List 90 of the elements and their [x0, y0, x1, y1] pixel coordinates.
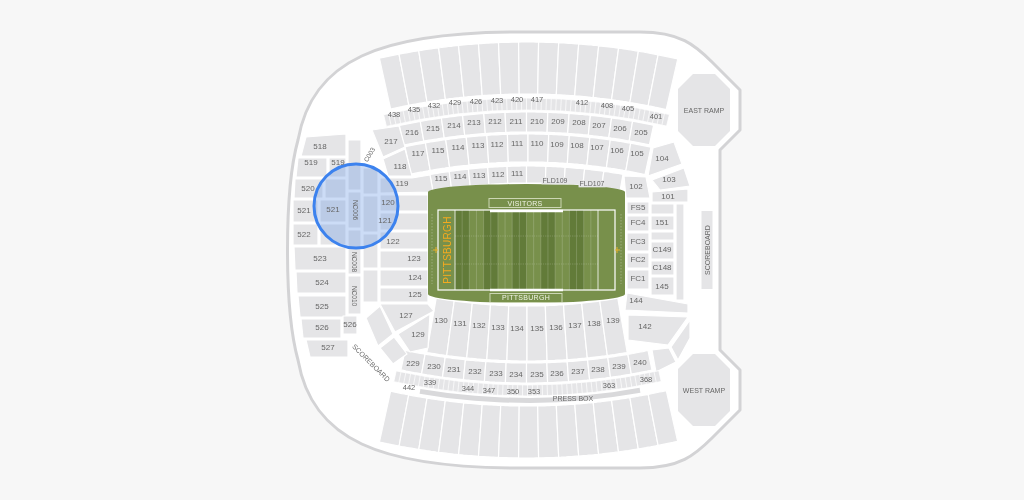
section-number: 213 — [467, 118, 481, 128]
section-number: 130 — [434, 316, 448, 326]
section-number: 206 — [613, 124, 627, 134]
section-number: 521 — [326, 205, 340, 215]
section-number: 129 — [411, 330, 425, 340]
section-number: 209 — [551, 117, 565, 127]
section-number: FC4 — [630, 218, 646, 228]
section-number: 519 — [304, 158, 318, 168]
section-number: 230 — [427, 362, 441, 372]
section-number: 208 — [572, 118, 586, 128]
section-number: 137 — [568, 321, 582, 331]
section-number: 210 — [530, 117, 544, 127]
section-number: 109 — [550, 140, 564, 150]
section-number: 518 — [313, 142, 327, 152]
section-number: 523 — [313, 254, 327, 264]
section-number: 240 — [633, 358, 647, 368]
section-number: 236 — [550, 369, 564, 379]
section-number: 112 — [490, 140, 504, 150]
section-number: 124 — [408, 273, 422, 283]
section-number: 113 — [472, 171, 486, 181]
section-number: 102 — [629, 182, 643, 192]
section-number: FC1 — [630, 274, 646, 284]
section-number: 108 — [570, 141, 584, 151]
section-number: 207 — [592, 121, 606, 131]
section-number: 107 — [590, 143, 604, 153]
section-number: 237 — [571, 367, 585, 377]
section-number: 112 — [491, 170, 505, 180]
section-number: 119 — [395, 179, 409, 189]
section-number: 527 — [321, 343, 335, 353]
section-number: 111 — [510, 139, 524, 149]
section-number: 520 — [301, 184, 315, 194]
section-number: 205 — [634, 128, 648, 138]
section-number: 214 — [447, 121, 461, 131]
section-number: FC3 — [630, 237, 646, 247]
section-number: 101 — [661, 192, 675, 202]
section-number: 231 — [447, 365, 461, 375]
section-number: 111 — [510, 169, 524, 179]
section-number: 104 — [655, 154, 669, 164]
section-number: 131 — [453, 319, 467, 329]
section-number: 121 — [378, 216, 392, 226]
section-number: 123 — [407, 254, 421, 264]
section-number: 217 — [384, 137, 398, 147]
section-number: 144 — [629, 296, 643, 306]
section-number: 127 — [399, 311, 413, 321]
section-number: 211 — [509, 117, 523, 127]
section-number: 125 — [408, 290, 422, 300]
section-number: 232 — [468, 367, 482, 377]
section-number: 118 — [393, 162, 407, 172]
section-number: FC2 — [630, 255, 646, 265]
section-number: 519 — [331, 158, 345, 168]
section-number: 106 — [610, 146, 624, 156]
section-number: 239 — [612, 362, 626, 372]
section-number: 136 — [549, 323, 563, 333]
section-number: 135 — [530, 324, 544, 334]
section-number: 151 — [655, 218, 669, 228]
section-number: 142 — [638, 322, 652, 332]
section-number: 110 — [530, 139, 544, 149]
section-number: 525 — [315, 302, 329, 312]
section-number: 115 — [431, 146, 445, 156]
section-number: 134 — [510, 324, 524, 334]
section-number: 522 — [297, 230, 311, 240]
section-number: 132 — [472, 321, 486, 331]
section-number: 212 — [488, 117, 502, 127]
section-number: 238 — [591, 365, 605, 375]
section-number: 122 — [386, 237, 400, 247]
section-number: 114 — [453, 172, 467, 182]
section-number: 138 — [587, 319, 601, 329]
section-number: C149 — [652, 245, 672, 255]
section-number: 215 — [426, 124, 440, 134]
section-number: 216 — [405, 128, 419, 138]
section-number: 234 — [509, 370, 523, 380]
section-number: 526 — [315, 323, 329, 333]
section-number: 229 — [406, 359, 420, 369]
section-number: 133 — [491, 323, 505, 333]
section-number: 521 — [297, 206, 311, 216]
section-number: 139 — [606, 316, 620, 326]
section-number: 114 — [451, 143, 465, 153]
section-number: 117 — [411, 149, 425, 159]
section-number: C148 — [652, 263, 672, 273]
section-number: 115 — [434, 174, 448, 184]
section-number: 235 — [530, 370, 544, 380]
section-number: 103 — [662, 175, 676, 185]
section-number: 145 — [655, 282, 669, 292]
section-number: 105 — [630, 149, 644, 159]
section-number: 233 — [489, 369, 503, 379]
section-number: FS5 — [630, 203, 646, 213]
section-number: 113 — [471, 141, 485, 151]
section-number: 120 — [381, 198, 395, 208]
section-number: 526 — [343, 320, 357, 330]
section-number: 524 — [315, 278, 329, 288]
